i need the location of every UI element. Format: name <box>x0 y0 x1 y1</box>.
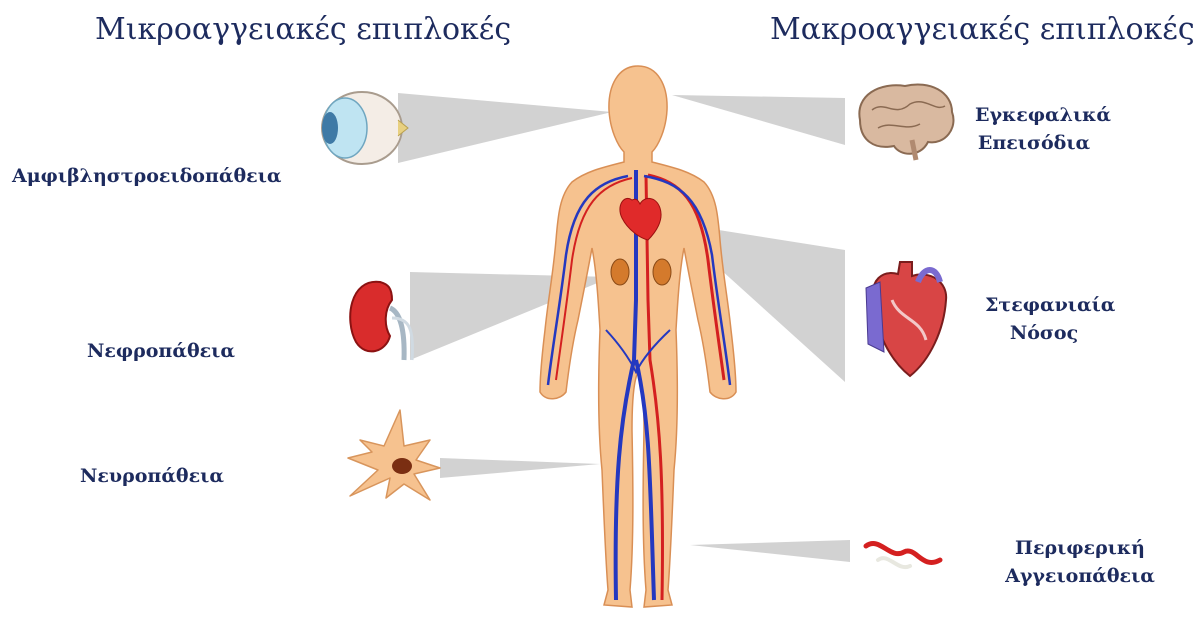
coronary-label-line2: Νόσος <box>985 320 1103 348</box>
stroke-label-line1: Εγκεφαλικά <box>975 102 1093 130</box>
coronary-label: Στεφανιαία Νόσος <box>985 292 1103 347</box>
brain-icon <box>859 84 953 160</box>
blood-vessel-icon <box>866 544 940 568</box>
connector-vessel <box>690 540 850 562</box>
coronary-label-line1: Στεφανιαία <box>985 292 1103 320</box>
neuron-icon <box>348 410 440 500</box>
eye-icon <box>322 92 408 164</box>
neuropathy-label: Νευροπάθεια <box>80 463 224 491</box>
connector-eye <box>398 93 612 163</box>
connector-neuron <box>440 458 600 478</box>
stroke-label-line2: Επεισόδια <box>975 130 1093 158</box>
heart-icon <box>866 262 946 376</box>
retinopathy-label: Αμφιβληστροειδοπάθεια <box>12 163 282 191</box>
body-silhouette <box>540 66 736 607</box>
human-body <box>540 66 736 607</box>
micro-heading: Μικροαγγειακές επιπλοκές <box>95 12 511 47</box>
body-kidney-right <box>653 259 671 285</box>
nephropathy-label: Νεφροπάθεια <box>87 338 235 366</box>
kidney-icon <box>350 282 412 360</box>
body-kidney-left <box>611 259 629 285</box>
peripheral-label: Περιφερική Αγγειοπάθεια <box>1000 535 1160 590</box>
peripheral-label-line1: Περιφερική <box>1000 535 1160 563</box>
stroke-label: Εγκεφαλικά Επεισόδια <box>975 102 1093 157</box>
peripheral-label-line2: Αγγειοπάθεια <box>1000 563 1160 591</box>
connector-brain <box>672 95 845 145</box>
macro-heading: Μακροαγγειακές επιπλοκές <box>770 12 1195 47</box>
